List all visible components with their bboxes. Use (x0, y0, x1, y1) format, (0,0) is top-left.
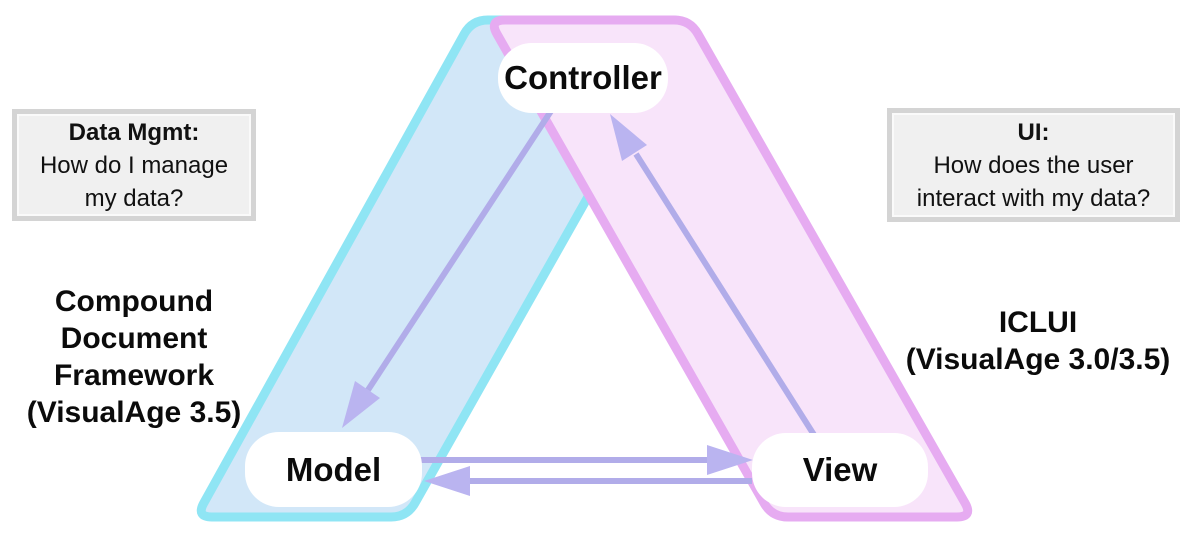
node-controller: Controller (498, 43, 668, 113)
framework-label-right: ICLUI (VisualAge 3.0/3.5) (884, 304, 1192, 378)
arrow-view-to-model-head (424, 466, 470, 496)
callout-data-mgmt: Data Mgmt: How do I manage my data? (12, 109, 256, 221)
arrow-view-to-controller-head (610, 114, 647, 161)
callout-data-mgmt-line: How do I manage (39, 151, 229, 179)
node-view-label: View (802, 451, 878, 488)
callout-data-mgmt-line: my data? (84, 184, 184, 212)
node-model-label: Model (285, 450, 382, 488)
framework-right-line: ICLUI (998, 306, 1078, 339)
arrow-controller-to-model-line (365, 106, 556, 392)
framework-right-line: (VisualAge 3.0/3.5) (905, 343, 1171, 376)
callout-ui-line: interact with my data? (916, 184, 1151, 212)
framework-left-line: Document (60, 322, 208, 355)
node-view: View (752, 433, 928, 507)
callout-data-mgmt-title: Data Mgmt: (68, 118, 200, 146)
arrow-controller-to-model-head (342, 381, 380, 428)
arrow-model-to-view-head (707, 445, 753, 475)
callout-ui-line: How does the user (933, 151, 1134, 179)
view-band-shape (489, 15, 973, 522)
arrow-view-to-controller-line (633, 152, 838, 470)
framework-left-line: Compound (54, 285, 214, 318)
callout-ui: UI: How does the user interact with my d… (887, 108, 1180, 222)
callout-ui-title: UI: (1017, 118, 1050, 146)
framework-left-line: Framework (53, 359, 215, 392)
framework-label-left: Compound Document Framework (VisualAge 3… (2, 283, 266, 431)
node-controller-label: Controller (504, 59, 662, 96)
node-model: Model (245, 432, 422, 507)
framework-left-line: (VisualAge 3.5) (26, 396, 242, 429)
